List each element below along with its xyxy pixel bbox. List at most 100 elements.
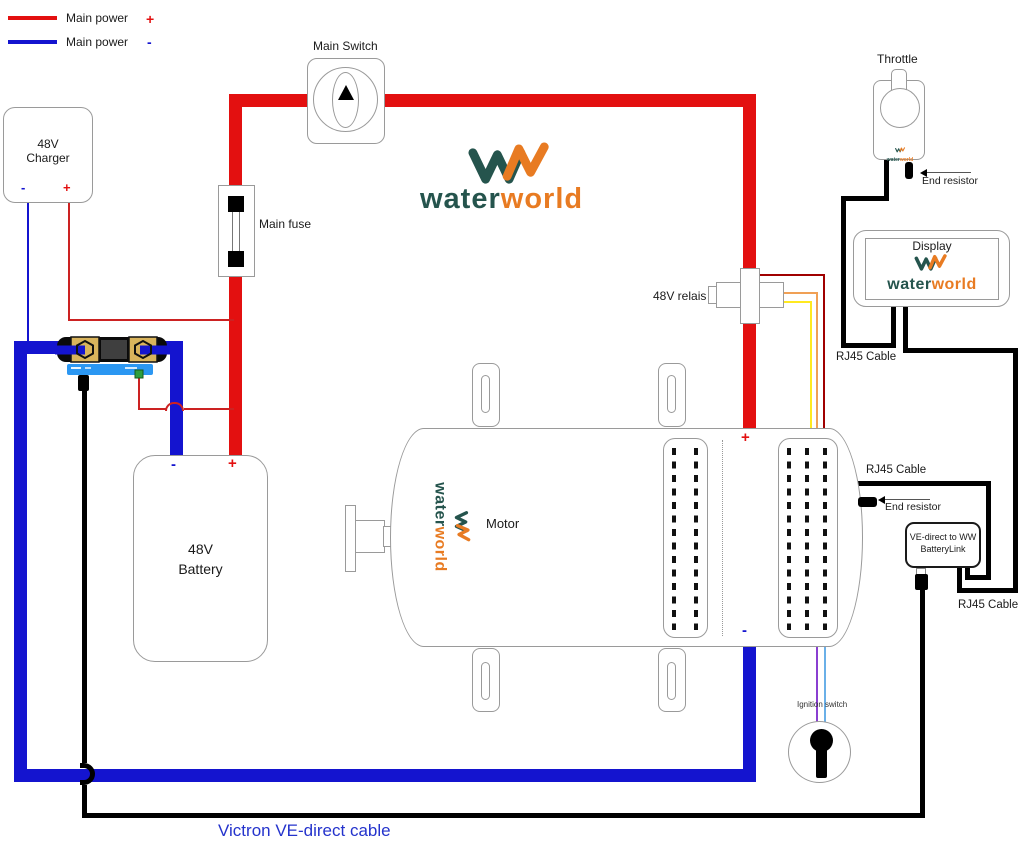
throttle-knob	[880, 88, 920, 128]
throttle-cable-v1	[884, 160, 889, 201]
brand-water-text: water	[420, 183, 501, 215]
legend-positive-sign: +	[146, 11, 155, 27]
motor-rj45-cable-h1	[858, 481, 991, 486]
fuse-line-right	[239, 212, 240, 252]
vedirect-box	[905, 522, 981, 568]
main-switch-label: Main Switch	[313, 39, 378, 53]
ignition-key-shaft	[816, 746, 827, 778]
motor-divider-dotted	[722, 440, 723, 636]
fuse-line-left	[232, 212, 233, 252]
motor-foot-slot	[667, 662, 676, 700]
wire-hop-black	[80, 763, 95, 785]
charger-minus-wire	[27, 203, 29, 343]
display-label: Display	[912, 239, 952, 253]
battery-shunt	[55, 336, 170, 391]
dash-column	[805, 448, 809, 630]
motor-end-resistor-plug	[858, 497, 877, 507]
motor-foot-top-left	[472, 363, 500, 427]
legend-negative-label: Main power	[66, 35, 129, 49]
shunt-sense-wire-v	[138, 377, 140, 410]
throttle-cable-v2	[841, 196, 846, 348]
wire-hop-red	[165, 402, 184, 411]
charger-minus-sign: -	[21, 180, 26, 195]
shunt-sense-wire-h2	[184, 408, 234, 410]
rj45-label-vebox: RJ45 Cable	[958, 599, 1019, 611]
main-fuse-label: Main fuse	[259, 217, 312, 231]
waterworld-logo-text: waterworld	[431, 482, 449, 572]
charger-box	[3, 107, 93, 203]
waterworld-logo-mark	[454, 510, 471, 541]
motor-brand-logo-rotated: waterworld	[411, 475, 471, 580]
motor-foot-slot	[481, 375, 490, 413]
relais-wire-yellow-h	[784, 301, 812, 303]
dash-column	[694, 448, 698, 630]
end-resistor-arrow-line	[927, 172, 971, 173]
relais-body	[740, 268, 760, 324]
dash-column	[672, 448, 676, 630]
motor-minus-sign: -	[742, 622, 747, 639]
relais-wire-darkred-v	[823, 274, 825, 428]
waterworld-logo-text: waterworld	[886, 157, 914, 163]
legend-negative-sign: -	[147, 34, 152, 50]
main-fuse-box	[218, 185, 255, 277]
ignition-wire-purple	[816, 647, 818, 722]
waterworld-logo-mark	[468, 142, 549, 184]
main-switch-dial-inner	[332, 72, 359, 128]
ignition-wire-lightblue	[824, 647, 826, 722]
motor-shaft	[355, 520, 385, 553]
relais-wire-darkred-h	[758, 274, 825, 276]
motor-foot-bottom-right	[658, 648, 686, 712]
display-right-cable-v1	[903, 307, 908, 353]
brand-world-text: world	[500, 183, 584, 215]
motor-foot-slot	[481, 662, 490, 700]
charger-plus-wire-v	[68, 203, 70, 320]
motor-foot-bottom-left	[472, 648, 500, 712]
battery-plus-sign: +	[228, 455, 237, 472]
minus-left-edge-drop	[14, 341, 27, 782]
legend-positive-label: Main power	[66, 11, 129, 25]
rj45-label-display: RJ45 Cable	[836, 351, 897, 363]
motor-terminal-panel-left	[663, 438, 708, 638]
throttle-cable-h2	[841, 343, 896, 348]
vedirect-box-label: VE-direct to WW BatteryLink	[909, 532, 977, 555]
throttle-end-resistor-plug	[905, 162, 913, 179]
waterworld-logo-text: waterworld	[887, 276, 977, 293]
minus-bottom-run	[14, 769, 756, 782]
waterworld-logo-mark	[894, 147, 905, 153]
ignition-key-head	[810, 729, 833, 752]
relais-wire-orange-h	[784, 292, 818, 294]
legend-negative-line	[8, 40, 57, 44]
shunt-sense-wire-h1	[138, 408, 166, 410]
display-left-cable	[891, 307, 896, 348]
end-resistor-label-throttle: End resistor	[922, 175, 979, 187]
end-resistor-label-motor: End resistor	[885, 501, 942, 513]
ignition-label: Ignition switch	[797, 700, 848, 709]
motor-foot-slot	[667, 375, 676, 413]
charger-label: 48V Charger	[26, 137, 70, 165]
legend-positive-line	[8, 16, 57, 20]
motor-label: Motor	[486, 516, 520, 531]
battery-box	[133, 455, 268, 662]
motor-rj45-cable-v1	[986, 481, 991, 580]
motor-foot-top-right	[658, 363, 686, 427]
waterworld-logo-mark	[914, 254, 947, 271]
waterworld-logo-text: waterworld	[420, 183, 583, 216]
end-resistor-arrow	[878, 496, 885, 504]
display-right-cable-h1	[903, 348, 1018, 353]
display-vebox-cable-h	[957, 588, 1018, 593]
minus-motor-drop	[743, 647, 756, 782]
vedirect-usb-plug-black	[915, 574, 928, 590]
motor-rj45-cable-v2	[965, 568, 970, 580]
end-resistor-arrow-line	[885, 499, 930, 500]
dash-column	[823, 448, 827, 630]
throttle-brand-logo: waterworld	[884, 140, 916, 163]
main-power-motor-drop	[743, 94, 756, 428]
fuse-cap-top	[228, 196, 244, 212]
display-right-cable-v2	[1013, 348, 1018, 593]
fuse-cap-bottom	[228, 251, 244, 267]
battery-label: 48V Battery	[178, 541, 223, 577]
display-screen	[865, 238, 999, 300]
vedirect-cable-left-v2	[82, 785, 87, 818]
vedirect-cable-right-v	[920, 588, 925, 818]
